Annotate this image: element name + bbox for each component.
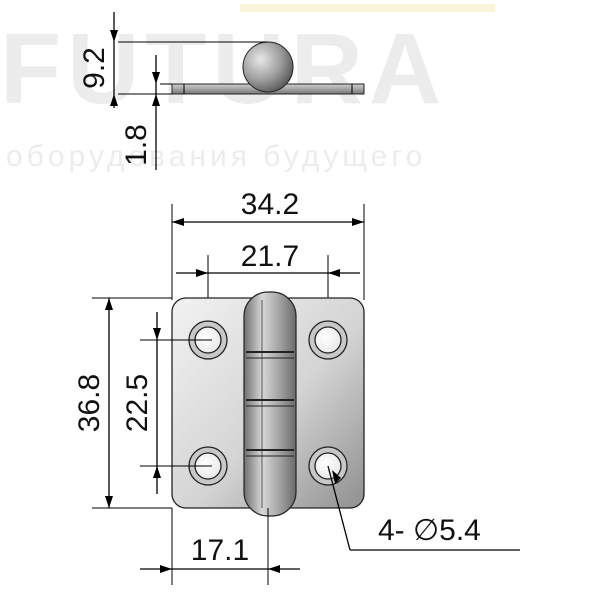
side-view: 9.2 1.8 <box>78 12 365 170</box>
hole-spacing-x-label: 21.7 <box>241 240 299 273</box>
front-view: 34.2 21.7 <box>73 188 520 585</box>
watermark-bar <box>240 4 495 12</box>
watermark-tagline: оборудования будущего <box>6 140 426 173</box>
holes-label: 4- ∅5.4 <box>378 514 481 547</box>
width-label: 34.2 <box>241 188 299 221</box>
watermark-brand: FUTURA <box>0 13 447 125</box>
hinge-knuckle <box>243 291 297 517</box>
height-label: 36.8 <box>73 374 106 432</box>
mounting-hole <box>308 320 348 360</box>
side-thickness-label: 1.8 <box>120 124 153 166</box>
half-width-label: 17.1 <box>191 534 249 567</box>
watermark: FUTURA оборудования будущего <box>0 4 495 173</box>
hole-spacing-y-label: 22.5 <box>121 374 154 432</box>
side-height-label: 9.2 <box>78 47 111 89</box>
side-knuckle <box>242 41 294 93</box>
